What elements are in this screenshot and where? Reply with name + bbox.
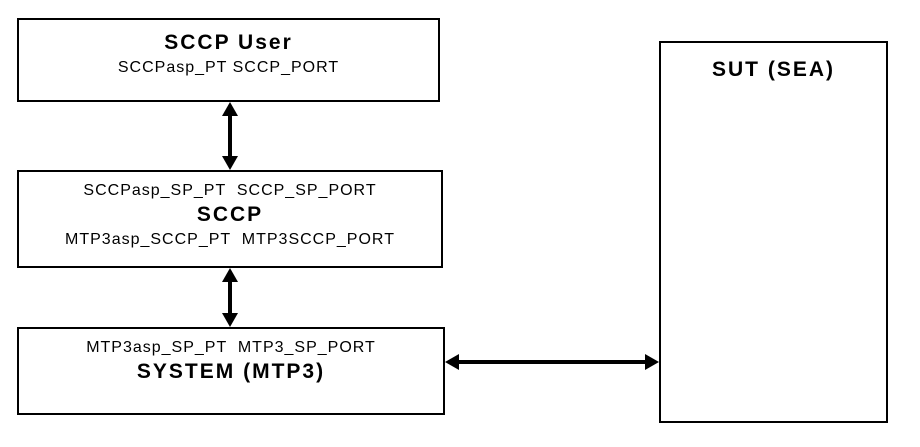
sccp-lower-ports: MTP3asp_SCCP_PT MTP3SCCP_PORT xyxy=(65,231,395,248)
bidirectional-arrow-icon-sccp-user-to-sccp xyxy=(222,102,238,170)
bidirectional-arrow-icon-sccp-to-system-mtp3 xyxy=(222,268,238,327)
sccp-user-box: SCCP User SCCPasp_PT SCCP_PORT xyxy=(17,18,440,102)
sccp-box: SCCPasp_SP_PT SCCP_SP_PORT SCCP MTP3asp_… xyxy=(17,170,443,268)
system-mtp3-title: SYSTEM (MTP3) xyxy=(136,360,326,383)
sccp-upper-ports: SCCPasp_SP_PT SCCP_SP_PORT xyxy=(83,182,377,199)
sccp-title: SCCP xyxy=(196,203,264,226)
sut-box: SUT (SEA) xyxy=(659,41,888,423)
sccp-user-ports: SCCPasp_PT SCCP_PORT xyxy=(117,59,340,76)
system-mtp3-upper-ports: MTP3asp_SP_PT MTP3_SP_PORT xyxy=(86,339,376,356)
system-mtp3-box: MTP3asp_SP_PT MTP3_SP_PORT SYSTEM (MTP3) xyxy=(17,327,445,415)
bidirectional-arrow-icon-system-mtp3-to-sut xyxy=(445,354,659,370)
sccp-user-title: SCCP User xyxy=(164,31,293,54)
sut-title: SUT (SEA) xyxy=(712,58,835,81)
